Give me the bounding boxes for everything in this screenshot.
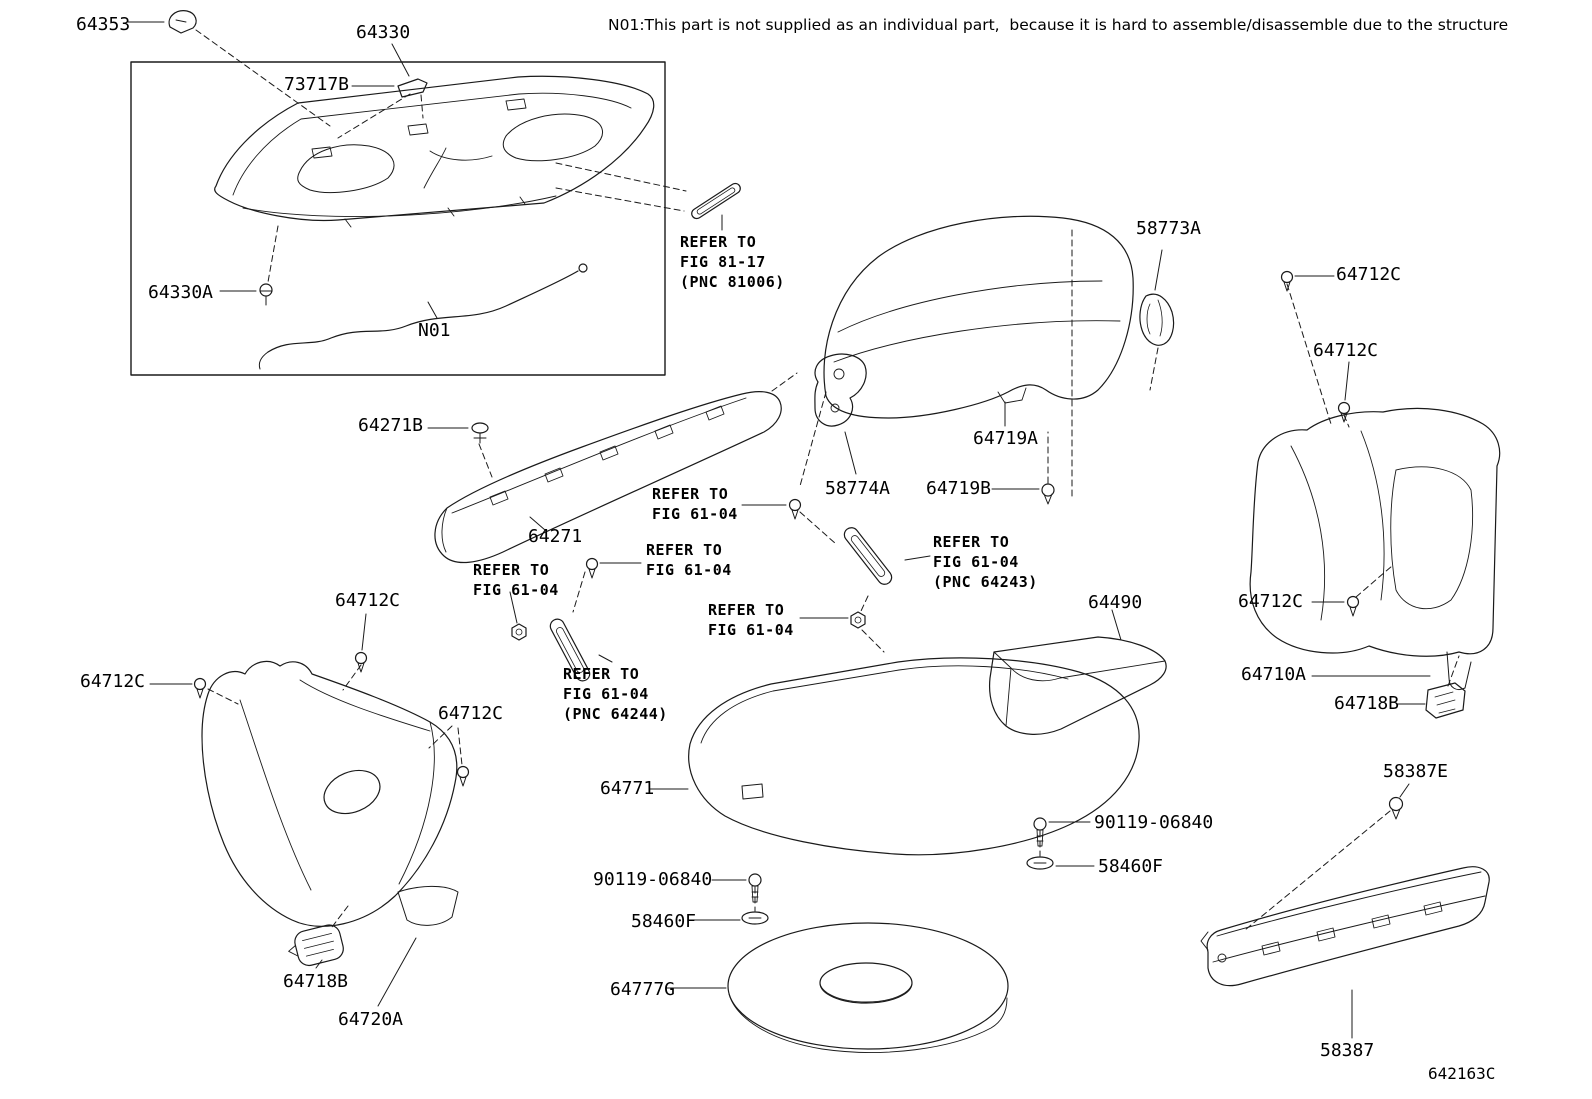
inset-box xyxy=(130,61,666,376)
rear-panel-58387-drawing xyxy=(1200,866,1490,987)
refer-note-fig61-04-3: REFER TO FIG 61-04 xyxy=(473,561,559,599)
part-label-58460F-right: 58460F xyxy=(1098,856,1164,877)
screw-64712C-mid-icon xyxy=(456,765,470,787)
refer-note-fig61-04-1: REFER TO FIG 61-04 xyxy=(652,485,738,523)
clip-73717B-icon xyxy=(397,78,428,98)
part-label-64719B: 64719B xyxy=(926,478,992,499)
anchor-strip-a-drawing xyxy=(549,618,591,682)
part-label-90119-06840-left: 90119-06840 xyxy=(593,869,713,890)
part-label-58460F-left: 58460F xyxy=(631,911,697,932)
part-label-64712c-3: 64712C xyxy=(335,590,401,611)
grommet-64718B-right-icon xyxy=(1425,682,1466,719)
anchor-strip-b-drawing xyxy=(843,527,893,585)
part-label-64777G: 64777G xyxy=(610,979,676,1000)
figure-code: 642163C xyxy=(1428,1064,1496,1083)
nut-a-icon xyxy=(511,623,527,641)
insulator-64719A-drawing xyxy=(823,215,1134,427)
screw-64719B-icon xyxy=(1041,483,1055,505)
clip-58387E-icon xyxy=(1388,796,1404,820)
clip-64353-icon xyxy=(168,10,197,34)
nut-b-icon xyxy=(850,611,866,629)
tray-64490-drawing xyxy=(988,636,1167,735)
assembly-note: N01:This part is not supplied as an indi… xyxy=(608,16,1509,34)
trunk-mat-64771-drawing xyxy=(688,657,1140,856)
part-label-64353: 64353 xyxy=(76,14,131,35)
refer-note-fig61-04-pnc64244: REFER TO FIG 61-04 (PNC 64244) xyxy=(563,665,668,723)
refer-note-fig61-04-pnc64243: REFER TO FIG 61-04 (PNC 64243) xyxy=(933,533,1038,591)
spare-cover-64777G-drawing xyxy=(727,922,1009,1053)
part-label-58774A: 58774A xyxy=(825,478,891,499)
clip-58460F-right-icon xyxy=(1026,856,1054,870)
grommet-64718B-left-icon xyxy=(288,924,344,967)
part-label-64271B: 64271B xyxy=(358,415,424,436)
screw-64712C-top-right-icon xyxy=(1280,270,1294,292)
part-label-64490: 64490 xyxy=(1088,592,1143,613)
screw-refer-b-icon xyxy=(788,498,802,520)
refer-note-fig81-17: REFER TO FIG 81-17 (PNC 81006) xyxy=(680,233,785,291)
part-label-64718B-right: 64718B xyxy=(1334,693,1400,714)
screw-64712C-far-left-icon xyxy=(193,677,207,699)
part-label-64771: 64771 xyxy=(600,778,655,799)
screw-refer-a-icon xyxy=(585,557,599,579)
screw-64271B-icon xyxy=(471,422,489,444)
part-label-64718B-left: 64718B xyxy=(283,971,349,992)
refer-note-fig61-04-4: REFER TO FIG 61-04 xyxy=(708,601,794,639)
part-label-64712c-6: 64712C xyxy=(1238,591,1304,612)
leader-lines xyxy=(127,21,1431,1039)
part-label-64712c-2: 64712C xyxy=(1313,340,1379,361)
screw-64712C-right-lower-icon xyxy=(1346,595,1360,617)
grommet-58773A-icon xyxy=(1139,293,1175,346)
strip-fig81-17-drawing xyxy=(691,182,741,220)
cable-N01-drawing xyxy=(258,263,588,370)
refer-note-fig61-04-2: REFER TO FIG 61-04 xyxy=(646,541,732,579)
part-label-64712c-5: 64712C xyxy=(438,703,504,724)
part-label-90119-06840-right: 90119-06840 xyxy=(1094,812,1214,833)
part-label-64712c-4: 64712C xyxy=(80,671,146,692)
screw-64712C-right-icon xyxy=(1337,401,1351,423)
part-label-64719A: 64719A xyxy=(973,428,1039,449)
part-label-64330: 64330 xyxy=(356,22,411,43)
part-label-58387: 58387 xyxy=(1320,1040,1375,1061)
part-label-73717B: 73717B xyxy=(284,74,350,95)
package-tray-drawing xyxy=(214,75,655,228)
bracket-58774A-drawing xyxy=(814,353,867,427)
part-label-N01: N01 xyxy=(418,320,451,341)
part-label-64330A: 64330A xyxy=(148,282,214,303)
part-label-64712c-1: 64712C xyxy=(1336,264,1402,285)
side-trim-64710A-drawing xyxy=(1249,407,1501,691)
clip-58460F-left-icon xyxy=(741,911,769,925)
part-label-64720A: 64720A xyxy=(338,1009,404,1030)
part-label-58773A: 58773A xyxy=(1136,218,1202,239)
screw-64712C-left-icon xyxy=(354,651,368,673)
part-label-64271: 64271 xyxy=(528,526,583,547)
part-label-64710A: 64710A xyxy=(1241,664,1307,685)
clip-64330A-icon xyxy=(259,283,273,306)
side-trim-64720A-drawing xyxy=(201,660,459,927)
front-trim-64271-drawing xyxy=(434,391,782,564)
part-label-58387E: 58387E xyxy=(1383,761,1449,782)
dashed-lines xyxy=(195,29,1460,931)
